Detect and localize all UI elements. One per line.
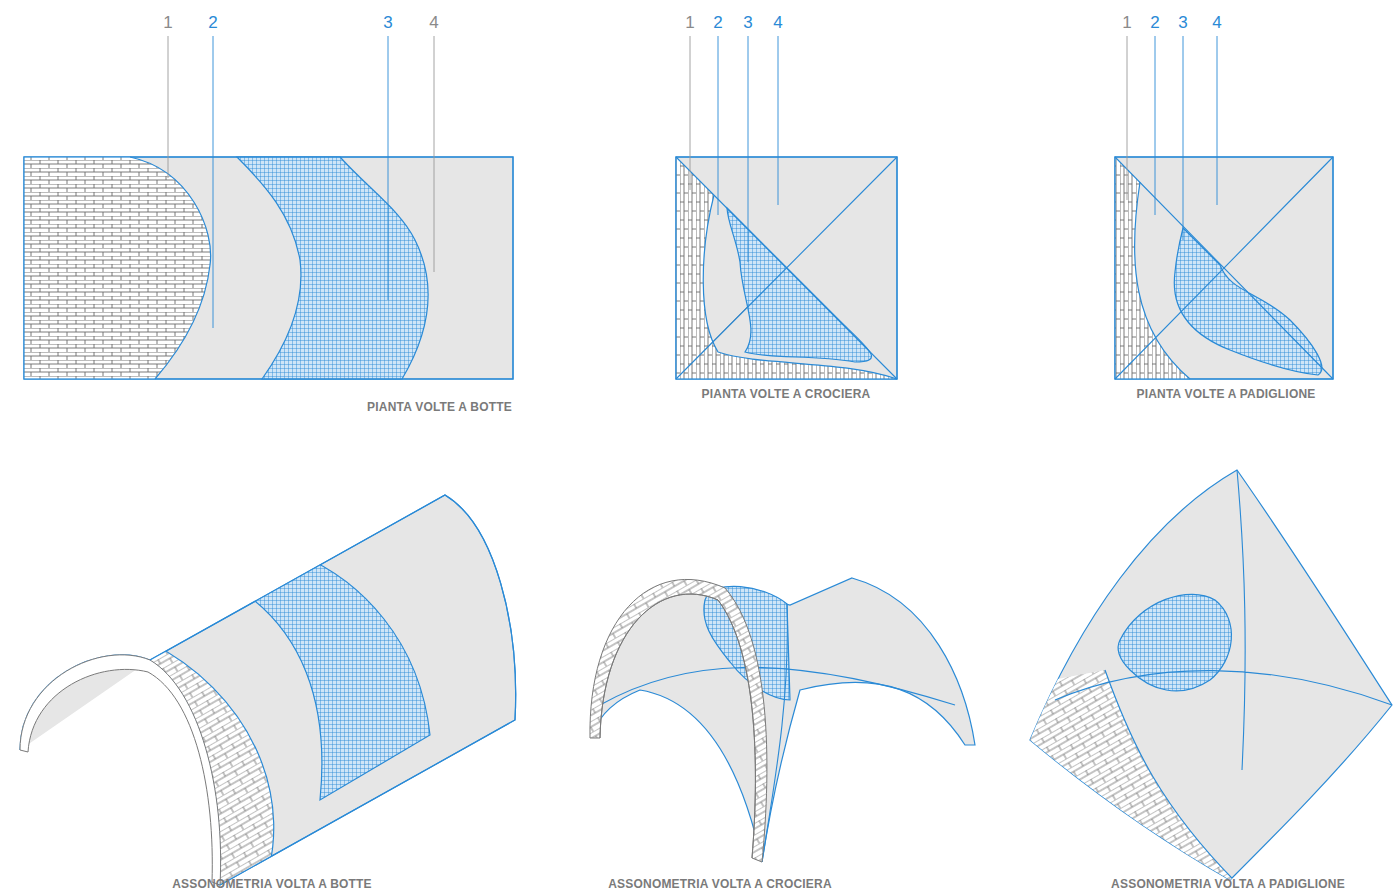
callout-number: 1	[685, 14, 694, 33]
figure-caption: PIANTA VOLTE A BOTTE	[367, 401, 512, 414]
callout-number: 1	[163, 14, 172, 33]
callout-number: 2	[713, 14, 722, 33]
callout-number: 3	[383, 14, 392, 33]
figure-caption: PIANTA VOLTE A PADIGLIONE	[1137, 388, 1316, 401]
callout-number: 1	[1122, 14, 1131, 33]
callout-number: 4	[773, 14, 782, 33]
figure-caption: ASSONOMETRIA VOLTA A CROCIERA	[608, 878, 832, 891]
figure-caption: ASSONOMETRIA VOLTA A PADIGLIONE	[1111, 878, 1345, 891]
callout-number: 4	[429, 14, 438, 33]
callout-number: 2	[1150, 14, 1159, 33]
callout-number: 4	[1212, 14, 1221, 33]
callout-number: 2	[208, 14, 217, 33]
callout-number: 3	[1178, 14, 1187, 33]
callout-number: 3	[743, 14, 752, 33]
figure-caption: PIANTA VOLTE A CROCIERA	[702, 388, 871, 401]
figure-caption: ASSONOMETRIA VOLTA A BOTTE	[172, 878, 372, 891]
